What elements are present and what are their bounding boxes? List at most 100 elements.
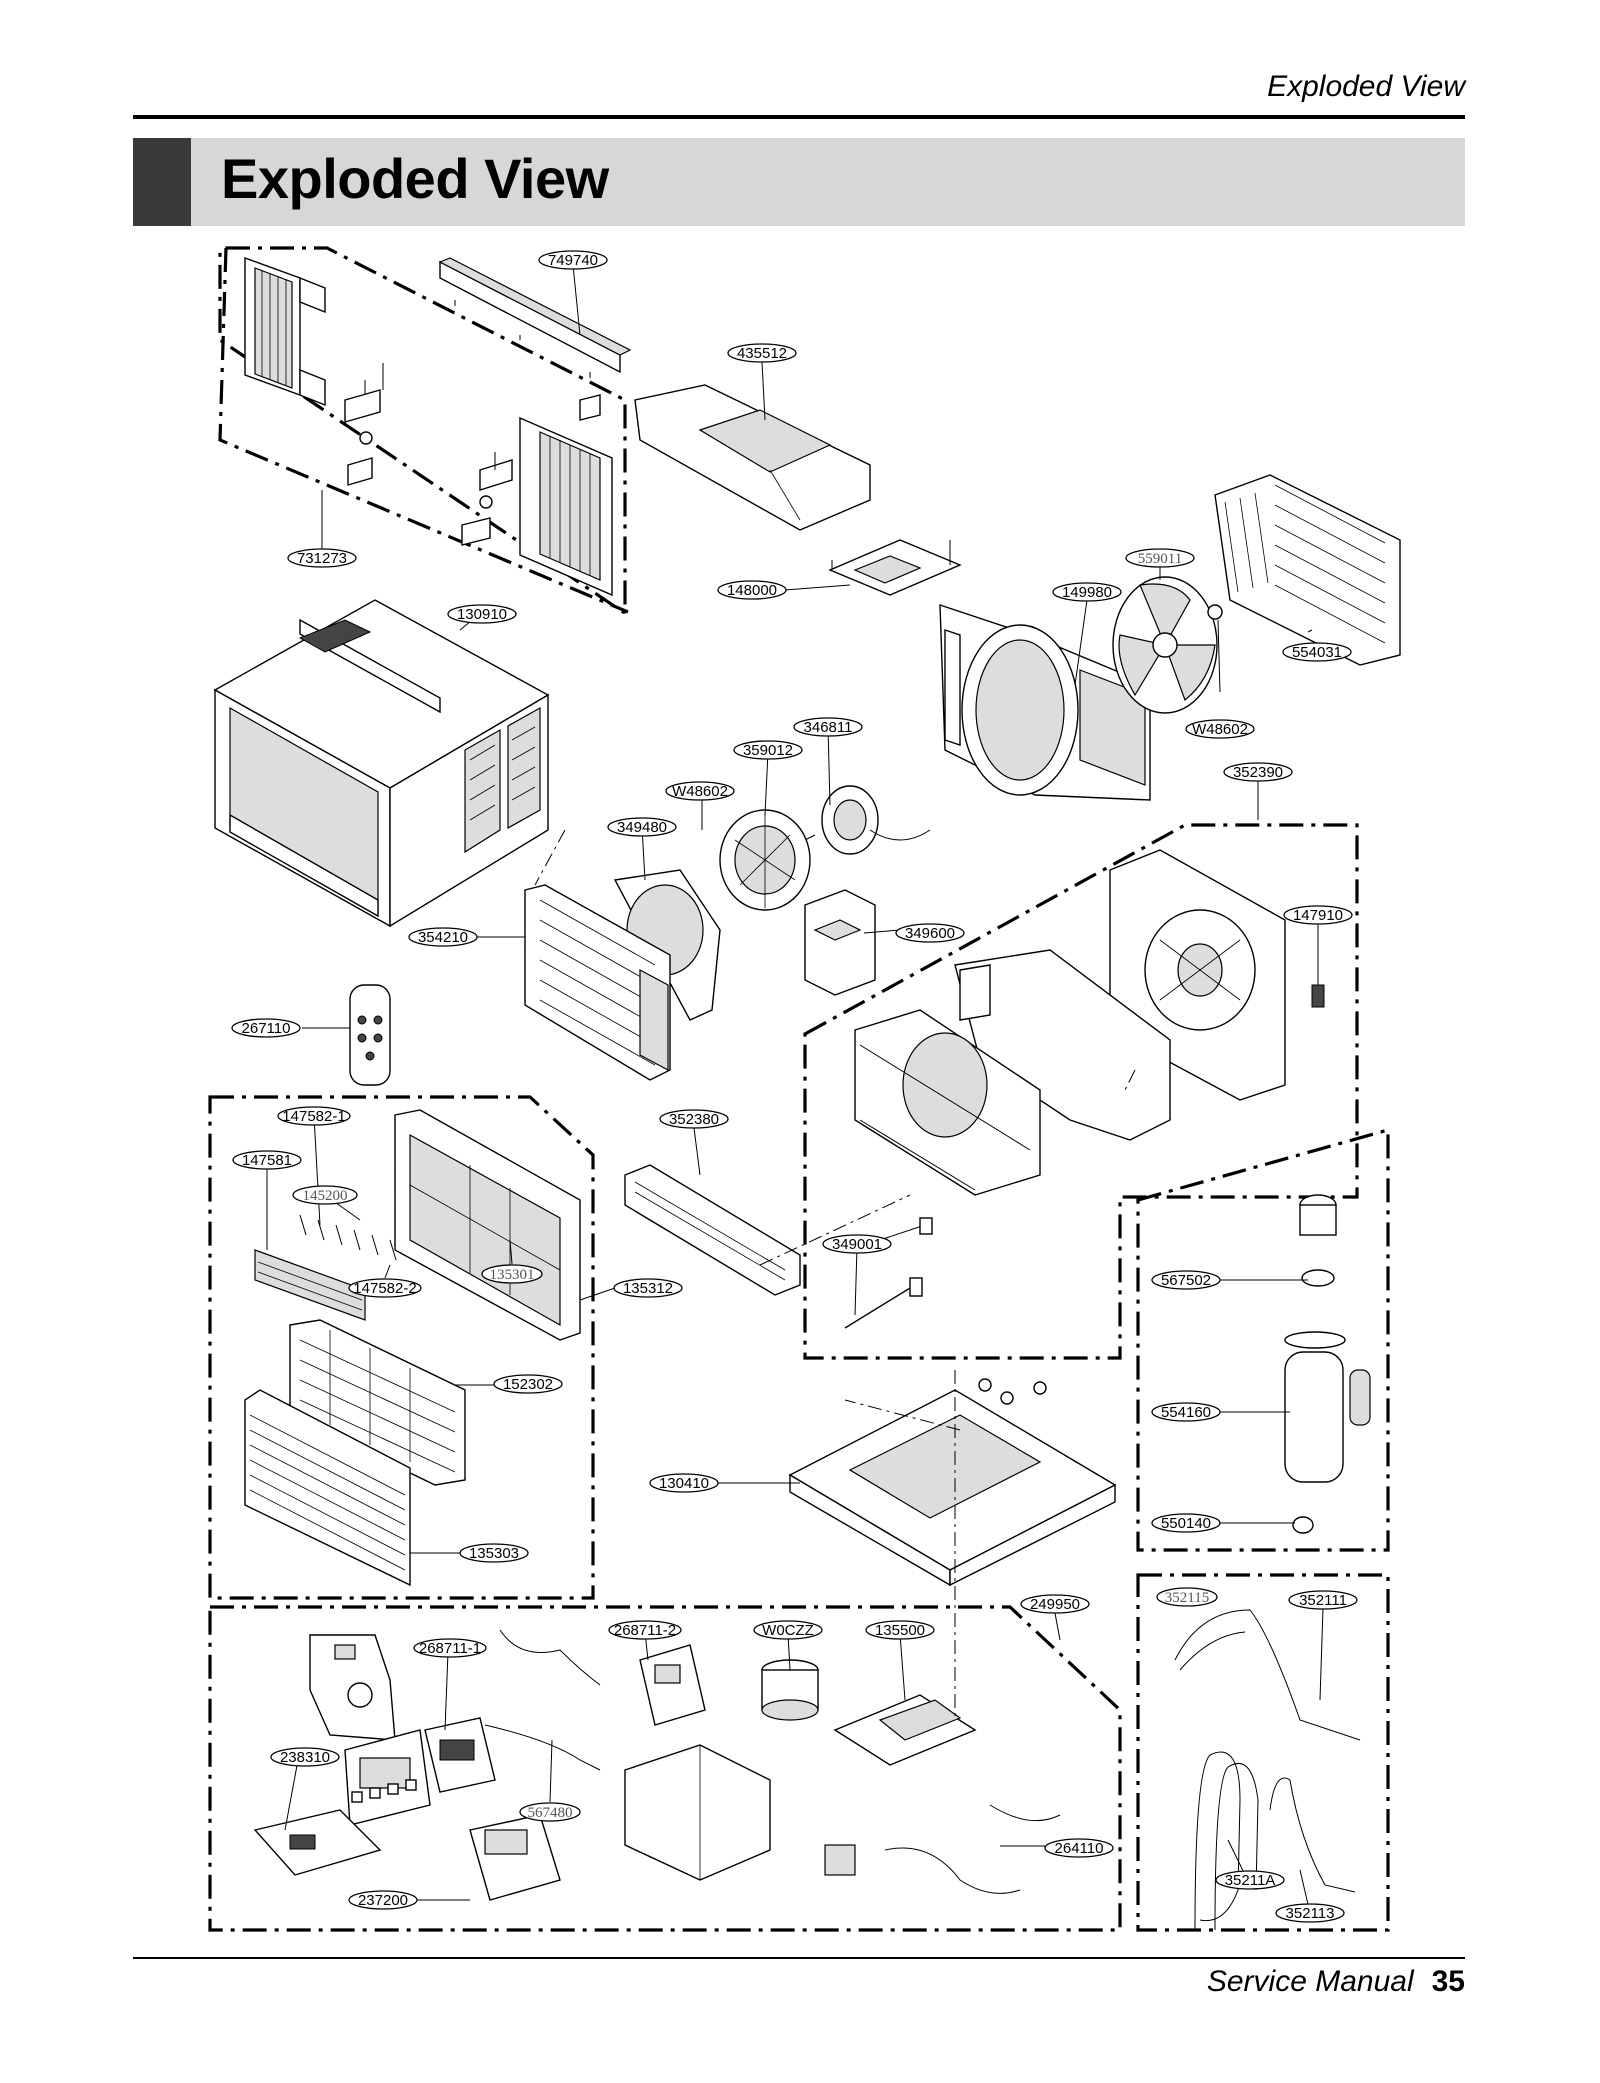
part-number: 35211A [1225, 1872, 1276, 1889]
control-cover [469, 1814, 561, 1901]
group-base-upper [803, 823, 1359, 1360]
group-tubing [1136, 1573, 1390, 1932]
part-number: 130910 [457, 606, 507, 623]
part-number: 145200 [303, 1188, 348, 1204]
capacitor [761, 1659, 819, 1721]
part-label: 130910 [447, 604, 517, 624]
footer-rule [133, 1957, 1465, 1959]
side-panel-left [244, 257, 326, 407]
top-rail [438, 257, 632, 378]
cabinet [213, 599, 550, 928]
part-label: 349480 [607, 817, 677, 837]
base-frame-upper [854, 949, 1171, 1196]
part-label: 135312 [613, 1278, 683, 1298]
part-label: 554031 [1282, 642, 1352, 662]
part-number: 249950 [1030, 1596, 1080, 1613]
control-panel [344, 1729, 431, 1826]
part-number: 352113 [1286, 1905, 1335, 1922]
remote-control [349, 984, 391, 1086]
control-plate [253, 1809, 382, 1876]
part-label: 567502 [1151, 1270, 1221, 1290]
display-pcb [424, 1717, 496, 1793]
part-number: 149980 [1062, 584, 1112, 601]
main-pcb [639, 1644, 706, 1726]
group-frame-kit [218, 246, 629, 614]
part-label: 349001 [822, 1234, 892, 1254]
base-pan [788, 1378, 1117, 1587]
part-label: W0CZZ [753, 1620, 823, 1640]
part-labels: 749740 435512 731273 148000 559011 14998… [231, 250, 1358, 1923]
part-label: 731273 [287, 548, 357, 568]
page-number: 35 [1431, 1965, 1465, 1998]
part-label: 359012 [733, 740, 803, 760]
part-number: 148000 [727, 582, 777, 599]
front-grille-frame [394, 1109, 581, 1341]
part-label: 559011 [1125, 548, 1195, 568]
control-box [624, 1744, 771, 1881]
part-number: 550140 [1161, 1515, 1211, 1532]
condenser-coil [1207, 474, 1401, 666]
exploded-view-diagram: 749740 435512 731273 148000 559011 14998… [208, 246, 1401, 1932]
part-number: W48602 [1192, 721, 1248, 738]
part-label: 267110 [231, 1018, 301, 1038]
part-number: 264110 [1055, 1840, 1104, 1857]
part-number: 237200 [358, 1892, 408, 1909]
group-control [208, 1605, 1122, 1932]
section-banner: Exploded View [133, 138, 1465, 226]
part-number: 152302 [503, 1376, 553, 1393]
shroud [939, 604, 1151, 801]
motor-mount [804, 889, 876, 996]
group-frame-kit-edge [218, 247, 629, 614]
part-label: 554160 [1151, 1402, 1221, 1422]
part-number: 268711-1 [419, 1640, 481, 1657]
part-label: 147581 [232, 1150, 302, 1170]
side-panel-right [519, 416, 613, 597]
thermistor [824, 1844, 856, 1876]
cover-plate [833, 1694, 977, 1766]
part-number: 354210 [418, 929, 468, 946]
part-label: 268711-1 [413, 1638, 487, 1658]
front-panel [244, 1389, 411, 1587]
part-number: 130410 [659, 1475, 709, 1492]
part-label: 352380 [659, 1109, 729, 1129]
part-number: 147581 [242, 1152, 292, 1169]
part-number: 135301 [490, 1267, 535, 1283]
control-bracket [828, 539, 962, 596]
part-number: 435512 [737, 345, 787, 362]
part-number: 349480 [617, 819, 667, 836]
banner-tab [133, 138, 191, 226]
part-number: 238310 [280, 1749, 330, 1766]
part-number: 731273 [297, 550, 347, 567]
part-number: 749740 [548, 252, 598, 269]
refrigerant-tubing [1174, 1609, 1361, 1931]
part-number: 554160 [1161, 1404, 1211, 1421]
part-number: 567502 [1161, 1272, 1211, 1289]
propeller-fan [1112, 576, 1218, 714]
part-number: 147910 [1293, 907, 1343, 924]
part-number: 352115 [1165, 1590, 1209, 1606]
part-label: 352111 [1288, 1590, 1358, 1610]
part-label: 550140 [1151, 1513, 1221, 1533]
group-front-grille [208, 1095, 595, 1600]
part-number: 352380 [669, 1111, 719, 1128]
part-label: W48602 [665, 781, 735, 801]
part-label: W48602 [1185, 719, 1255, 739]
part-number: 135500 [875, 1622, 925, 1639]
evaporator-coil [524, 884, 671, 1081]
part-label: 152302 [493, 1374, 563, 1394]
fan-motor [774, 785, 931, 856]
page-title: Exploded View [221, 147, 609, 210]
part-label: 249950 [1020, 1594, 1090, 1614]
part-label: 749740 [538, 250, 608, 270]
part-label: 135301 [481, 1264, 543, 1284]
part-label: 147582-2 [348, 1278, 422, 1298]
part-number: W48602 [672, 783, 728, 800]
running-header: Exploded View [1267, 70, 1465, 103]
part-label: 149980 [1052, 582, 1122, 602]
part-number: 135312 [623, 1280, 673, 1297]
part-label: 238310 [270, 1747, 340, 1767]
drain-tube [844, 1277, 923, 1329]
part-label: 35211A [1215, 1870, 1285, 1890]
part-label: 349600 [895, 923, 965, 943]
